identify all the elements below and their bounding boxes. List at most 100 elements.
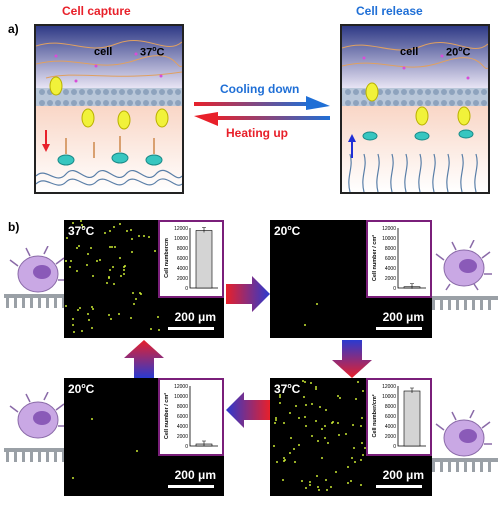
cell-dot [91, 305, 94, 308]
cell-dot [139, 293, 142, 296]
cell-dot [107, 275, 110, 278]
cell-dot [336, 421, 339, 424]
cell-dot [131, 251, 134, 254]
cell-dot [90, 246, 93, 249]
cell-dot [113, 246, 116, 249]
cell-dot [92, 307, 95, 310]
cell-dot [305, 403, 308, 406]
cell-dot [108, 276, 111, 279]
cell-dot [360, 458, 362, 461]
cell-dot [276, 461, 279, 464]
cell-dot [86, 313, 89, 316]
heating-label: Heating up [226, 126, 288, 140]
cell-above-substrate-icon [430, 240, 498, 310]
release-title: Cell release [356, 4, 423, 18]
cell-dot [91, 274, 94, 277]
cell-dot [325, 479, 328, 482]
inset-tick-label: 0 [185, 286, 188, 292]
cell-dot [315, 474, 318, 477]
inset-tick-label: 8000 [385, 404, 396, 410]
cell-dot [346, 481, 349, 484]
cell-dot [293, 448, 296, 451]
cell-dot [337, 433, 340, 436]
cell-dot [135, 449, 138, 452]
cell-dot [360, 484, 363, 487]
cell-dot [149, 328, 152, 331]
cell-dot [107, 313, 110, 316]
cell-dot [148, 236, 151, 239]
cell-dot [330, 486, 332, 489]
cell-dot [275, 417, 278, 420]
cell-dot [308, 481, 311, 484]
cell-dot [275, 419, 278, 422]
cell-dot [339, 396, 342, 399]
cell-dot [319, 406, 322, 409]
cell-dot [109, 317, 112, 320]
cell-dot [290, 437, 293, 440]
cooling-label: Cooling down [220, 82, 300, 96]
micrograph-temp-label: 37oC [274, 382, 301, 396]
cell-dot [132, 302, 135, 305]
heating-arrow [194, 112, 330, 126]
cell-dot [323, 437, 326, 440]
cell-dot [79, 306, 82, 309]
cell-dot [304, 415, 307, 418]
inset-tick-label: 12000 [382, 384, 396, 390]
inset-tick-label: 12000 [382, 226, 396, 232]
cell-dot [129, 228, 132, 231]
inset-tick-label: 10000 [174, 394, 188, 400]
capture-cell-text: cell [94, 46, 113, 58]
cell-dot [156, 316, 159, 319]
inset-tick-label: 2000 [385, 276, 396, 282]
inset-tick-label: 8000 [385, 246, 396, 252]
inset-y-label: Cell number / cm² [371, 235, 378, 281]
cell-dot [70, 259, 73, 262]
cell-dot [326, 441, 329, 444]
cell-dot [317, 488, 320, 491]
cell-dot [344, 433, 347, 436]
cell-dot [314, 386, 317, 389]
inset-tick-label: 6000 [177, 414, 188, 420]
cell-dot [64, 260, 67, 263]
cell-dot [76, 269, 79, 272]
cell-dot [120, 274, 123, 277]
cell-dot [85, 264, 88, 267]
cell-dot [351, 424, 354, 427]
inset-error-bar [410, 283, 414, 289]
cell-dot [305, 424, 308, 427]
cell-dot [304, 324, 307, 327]
scale-bar-label: 200 μm [382, 310, 424, 324]
inset-bar [403, 390, 421, 447]
scale-bar [168, 485, 214, 488]
cell-dot [302, 395, 305, 398]
inset-error-bar [202, 227, 206, 233]
arrow-down [332, 340, 372, 378]
cell-dot [113, 225, 116, 228]
cell-dot [324, 409, 327, 412]
cell-dot [295, 405, 298, 408]
cell-dot [75, 247, 78, 250]
cell-dot [99, 259, 102, 262]
scale-bar [376, 485, 422, 488]
cell-dot [124, 264, 127, 267]
cell-dot [309, 381, 312, 384]
cell-dot [298, 443, 301, 446]
inset-tick-label: 6000 [385, 414, 396, 420]
cell-dot [301, 479, 304, 482]
cell-dot [157, 328, 160, 331]
panel-a-label: a) [8, 22, 19, 36]
cell-dot [109, 269, 112, 272]
inset-error-bar [202, 440, 206, 446]
cell-dot [119, 222, 122, 225]
cell-dot [314, 420, 317, 423]
inset-tick-label: 12000 [174, 384, 188, 390]
cell-dot [360, 424, 363, 427]
cell-dot [350, 457, 353, 460]
scale-bar-label: 200 μm [174, 310, 216, 324]
